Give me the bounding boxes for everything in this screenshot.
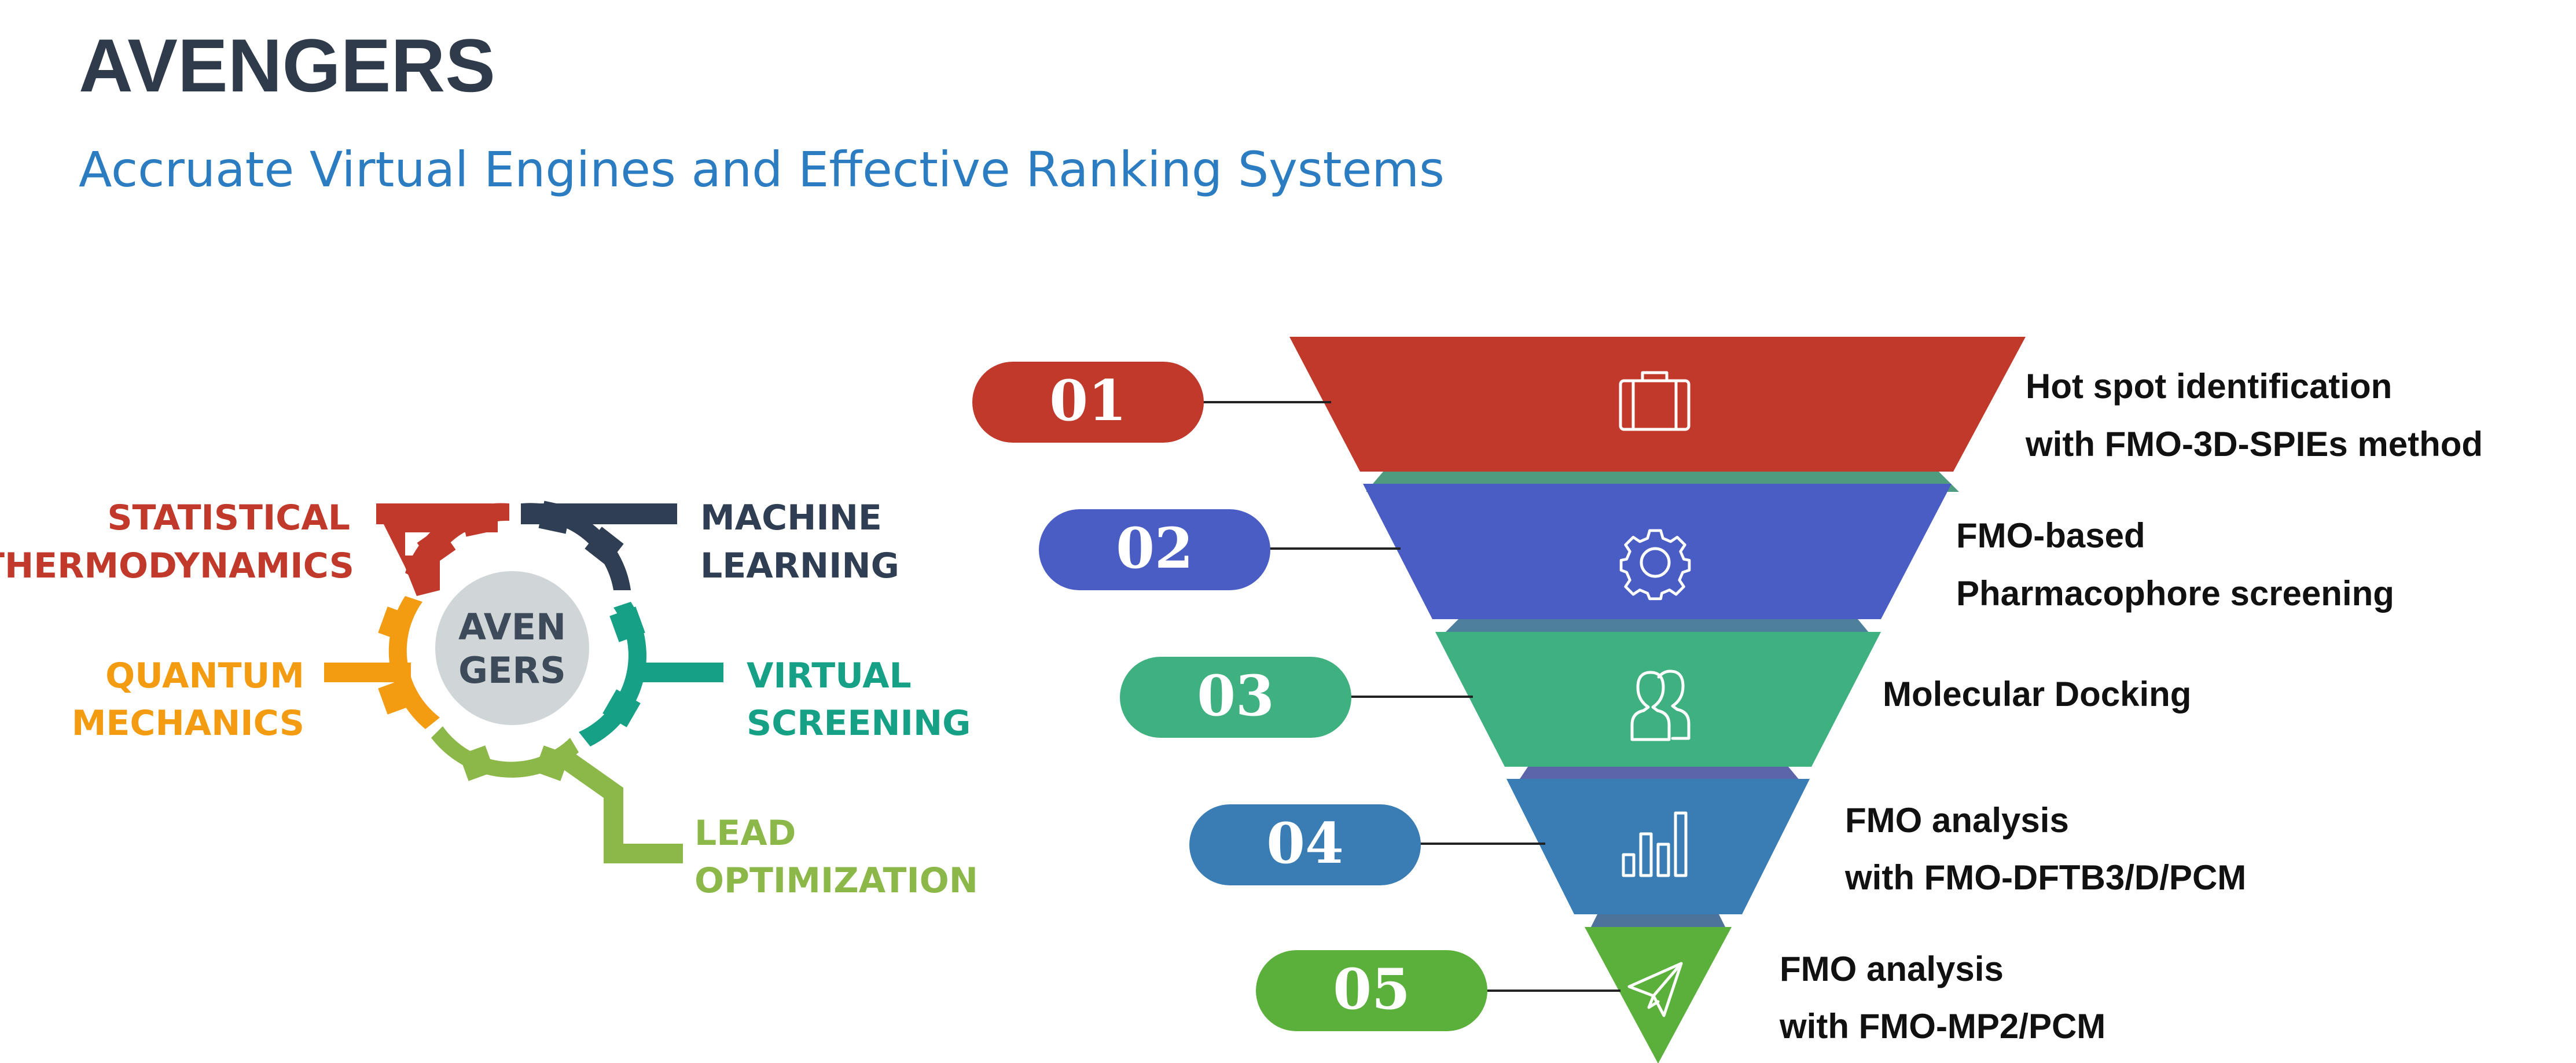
label-optimization: OPTIMIZATION <box>694 860 978 901</box>
gear-diagram: AVEN GERS STATISTICAL THERMODYNAMICS MAC… <box>0 498 978 901</box>
step-text-line1: FMO analysis <box>1780 950 2004 988</box>
funnel-diagram: 01 Hot spot identification with FMO-3D-S… <box>972 337 2483 1063</box>
step-text-line2: with FMO-DFTB3/D/PCM <box>1844 858 2246 897</box>
label-quantum: QUANTUM <box>105 656 304 696</box>
briefcase-icon <box>1619 371 1691 431</box>
funnel-layer-2 <box>1363 484 1952 619</box>
label-mechanics: MECHANICS <box>72 703 304 744</box>
label-lead: LEAD <box>694 813 796 854</box>
step-text-line2: Pharmacophore screening <box>1956 574 2394 613</box>
gear-center-line1: AVEN <box>458 606 566 648</box>
page-title: AVENGERS <box>79 23 495 108</box>
gear-segment-virtual-screening <box>579 602 723 746</box>
step-number-pill <box>972 362 1204 443</box>
gear-center <box>435 571 589 725</box>
gear-segment-machine-learning <box>521 501 677 590</box>
funnel-step-2: 02 FMO-based Pharmacophore screening <box>1039 484 2394 619</box>
step-number-pill <box>1189 804 1421 885</box>
funnel-step-4: 04 FMO analysis with FMO-DFTB3/D/PCM <box>1189 779 2246 914</box>
step-text-line1: Molecular Docking <box>1883 675 2191 713</box>
step-number-pill <box>1120 657 1351 738</box>
label-virtual: VIRTUAL <box>747 656 912 696</box>
label-learning: LEARNING <box>700 546 899 586</box>
step-text-line2: with FMO-MP2/PCM <box>1779 1007 2105 1046</box>
label-machine: MACHINE <box>700 498 882 538</box>
paper-plane-icon <box>1627 962 1683 1017</box>
step-number: 01 <box>1049 368 1127 433</box>
step-text-line1: Hot spot identification <box>2026 367 2392 406</box>
funnel-step-3: 03 Molecular Docking <box>1120 632 2191 767</box>
gear-segment-quantum-mechanics <box>324 596 440 729</box>
gear-center-line2: GERS <box>458 649 566 691</box>
funnel-layer-5 <box>1585 927 1732 1063</box>
step-number-pill <box>1039 509 1270 590</box>
step-number-pill <box>1256 950 1487 1031</box>
step-number: 03 <box>1197 663 1274 729</box>
gear-icon <box>1619 529 1691 601</box>
label-thermodynamics: THERMODYNAMICS <box>0 546 354 586</box>
gear-segment-lead-optimization <box>431 726 683 863</box>
page-subtitle: Accruate Virtual Engines and Effective R… <box>79 141 1445 198</box>
step-text-line2: with FMO-3D-SPIEs method <box>2025 425 2483 464</box>
funnel-step-5: 05 FMO analysis with FMO-MP2/PCM <box>1256 927 2105 1063</box>
label-screening: SCREENING <box>747 703 971 744</box>
bar-chart-icon <box>1622 811 1688 877</box>
label-statistical: STATISTICAL <box>107 498 350 538</box>
step-text-line1: FMO analysis <box>1845 801 2069 840</box>
gear-segment-statistical-thermodynamics <box>376 503 509 596</box>
funnel-layer-1 <box>1289 337 2026 472</box>
step-text-line1: FMO-based <box>1956 516 2145 555</box>
step-number: 04 <box>1266 811 1344 876</box>
step-number: 02 <box>1116 516 1193 581</box>
funnel-layer-3 <box>1435 632 1881 767</box>
funnel-step-1: 01 Hot spot identification with FMO-3D-S… <box>972 337 2483 472</box>
step-number: 05 <box>1333 957 1410 1022</box>
users-icon <box>1630 670 1691 741</box>
